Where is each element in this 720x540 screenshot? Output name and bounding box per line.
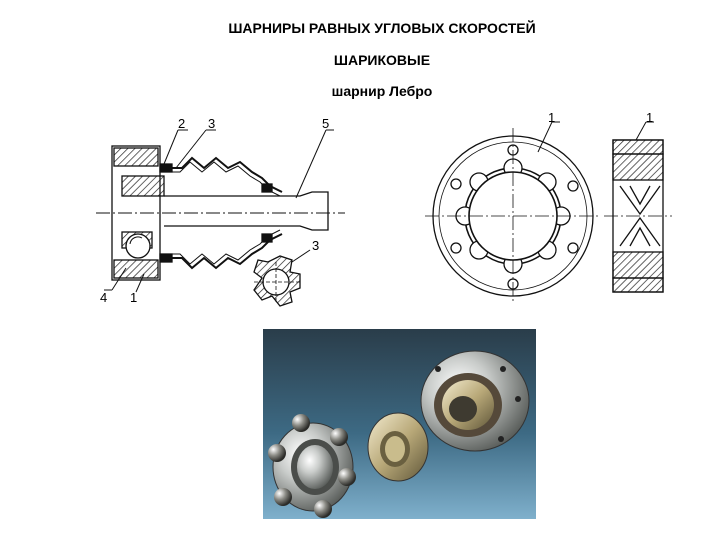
callout-4: 4 <box>100 290 107 305</box>
joint-name: шарнир Лебро <box>331 83 433 99</box>
callout-5: 5 <box>322 116 329 131</box>
outer-race-side-view <box>604 121 672 293</box>
callout-1: 1 <box>130 290 137 305</box>
callout-1-front: 1 <box>548 110 555 125</box>
outer-race-front-view <box>425 121 601 304</box>
joint-section-drawing <box>96 129 345 307</box>
ball-cage-part <box>268 414 356 518</box>
inner-race-part <box>367 412 429 482</box>
callout-3-top: 3 <box>208 116 215 131</box>
joint-parts-photo <box>263 329 536 519</box>
page-title: ШАРНИРЫ РАВНЫХ УГЛОВЫХ СКОРОСТЕЙ <box>228 20 536 36</box>
page-subtitle: ШАРИКОВЫЕ <box>333 52 431 68</box>
callout-1-side: 1 <box>646 110 653 125</box>
callout-3-bottom: 3 <box>312 238 319 253</box>
outer-race-part <box>420 350 530 452</box>
callout-2: 2 <box>178 116 185 131</box>
